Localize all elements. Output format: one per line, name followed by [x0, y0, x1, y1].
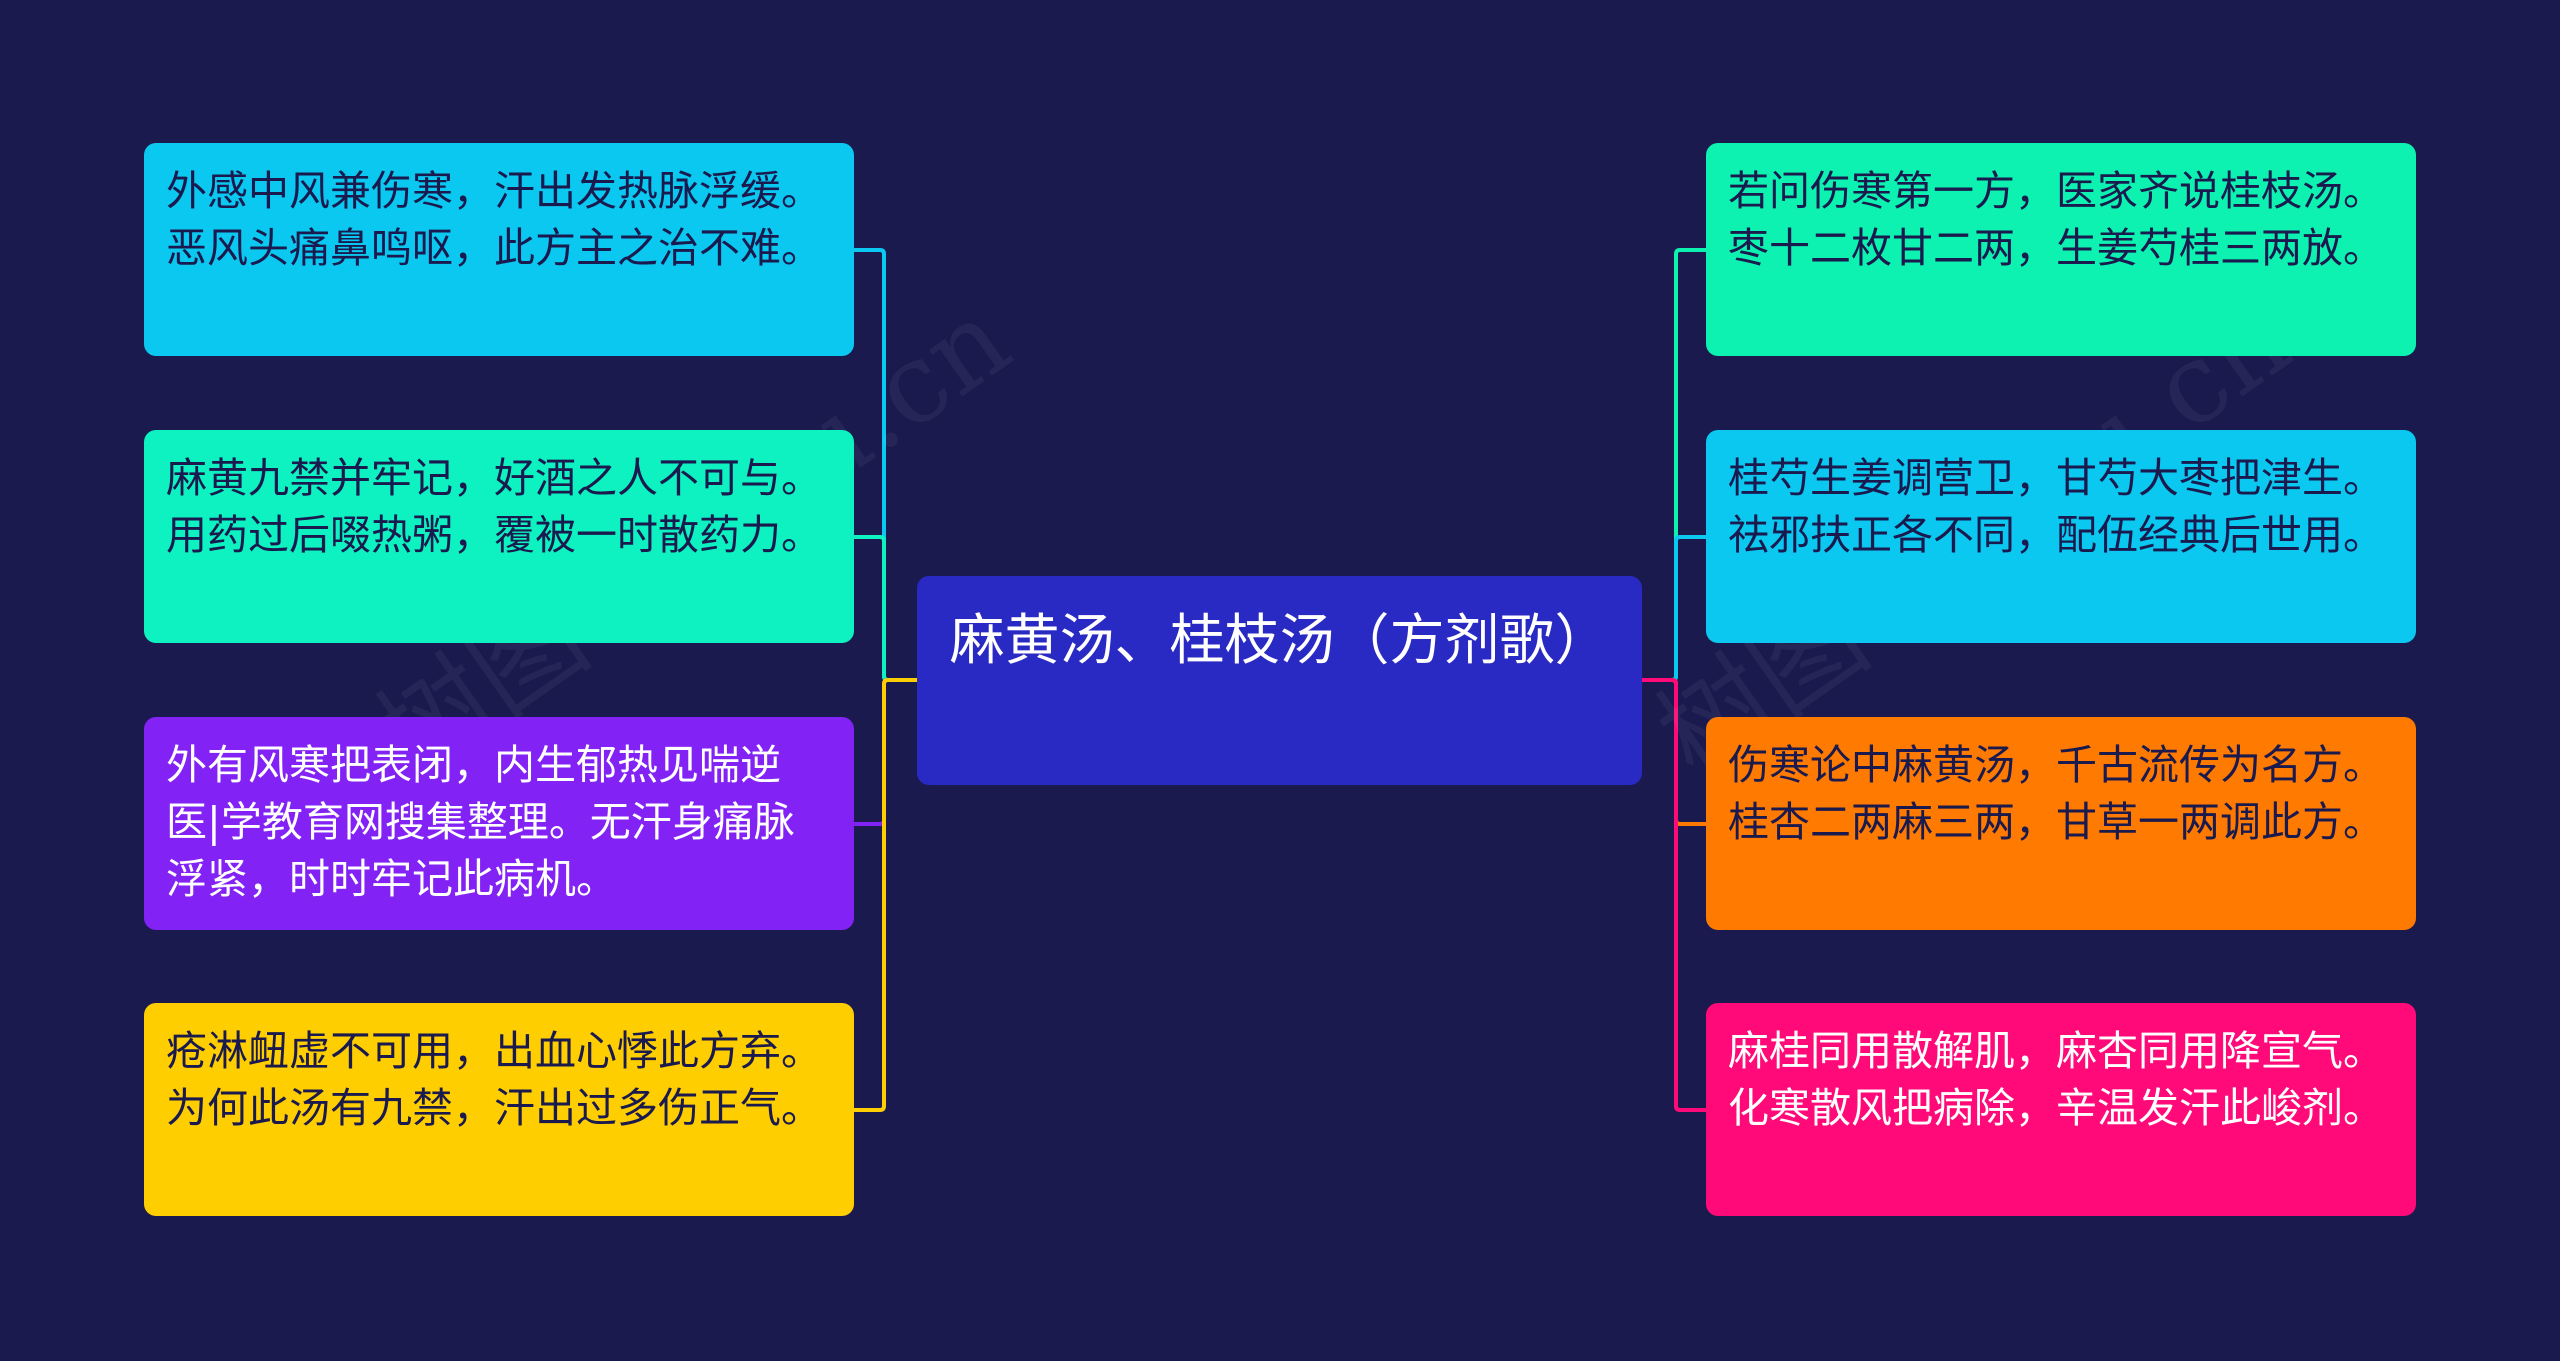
right-node-1-text: 若问伤寒第一方，医家齐说桂枝汤。枣十二枚甘二两，生姜芍桂三两放。 — [1728, 167, 2384, 272]
connector-left-4 — [854, 678, 917, 1112]
connector-right-2 — [1642, 535, 1706, 682]
central-topic-label: 麻黄汤、桂枝汤（方剂歌） — [949, 608, 1610, 672]
right-node-2[interactable]: 桂芍生姜调营卫，甘芍大枣把津生。祛邪扶正各不同，配伍经典后世用。 — [1706, 430, 2416, 643]
left-node-2[interactable]: 麻黄九禁并牢记，好酒之人不可与。用药过后啜热粥，覆被一时散药力。 — [144, 430, 854, 643]
left-node-3[interactable]: 外有风寒把表闭，内生郁热见喘逆医|学教育网搜集整理。无汗身痛脉浮紧，时时牢记此病… — [144, 717, 854, 930]
right-node-1[interactable]: 若问伤寒第一方，医家齐说桂枝汤。枣十二枚甘二两，生姜芍桂三两放。 — [1706, 143, 2416, 356]
right-node-4[interactable]: 麻桂同用散解肌，麻杏同用降宣气。化寒散风把病除，辛温发汗此峻剂。 — [1706, 1003, 2416, 1216]
left-node-1-text: 外感中风兼伤寒，汗出发热脉浮缓。恶风头痛鼻鸣呕，此方主之治不难。 — [166, 167, 822, 272]
connector-right-4 — [1642, 678, 1706, 1112]
left-node-4[interactable]: 疮淋衄虚不可用，出血心悸此方弃。为何此汤有九禁，汗出过多伤正气。 — [144, 1003, 854, 1216]
left-node-3-text: 外有风寒把表闭，内生郁热见喘逆医|学教育网搜集整理。无汗身痛脉浮紧，时时牢记此病… — [166, 741, 795, 903]
central-topic[interactable]: 麻黄汤、桂枝汤（方剂歌） — [917, 576, 1642, 785]
right-node-3-text: 伤寒论中麻黄汤，千古流传为名方。桂杏二两麻三两，甘草一两调此方。 — [1728, 741, 2384, 846]
left-node-2-text: 麻黄九禁并牢记，好酒之人不可与。用药过后啜热粥，覆被一时散药力。 — [166, 454, 822, 559]
left-node-1[interactable]: 外感中风兼伤寒，汗出发热脉浮缓。恶风头痛鼻鸣呕，此方主之治不难。 — [144, 143, 854, 356]
connector-left-2 — [854, 535, 917, 682]
left-node-4-text: 疮淋衄虚不可用，出血心悸此方弃。为何此汤有九禁，汗出过多伤正气。 — [166, 1027, 822, 1132]
right-node-2-text: 桂芍生姜调营卫，甘芍大枣把津生。祛邪扶正各不同，配伍经典后世用。 — [1728, 454, 2384, 559]
right-node-3[interactable]: 伤寒论中麻黄汤，千古流传为名方。桂杏二两麻三两，甘草一两调此方。 — [1706, 717, 2416, 930]
right-node-4-text: 麻桂同用散解肌，麻杏同用降宣气。化寒散风把病除，辛温发汗此峻剂。 — [1728, 1027, 2384, 1132]
